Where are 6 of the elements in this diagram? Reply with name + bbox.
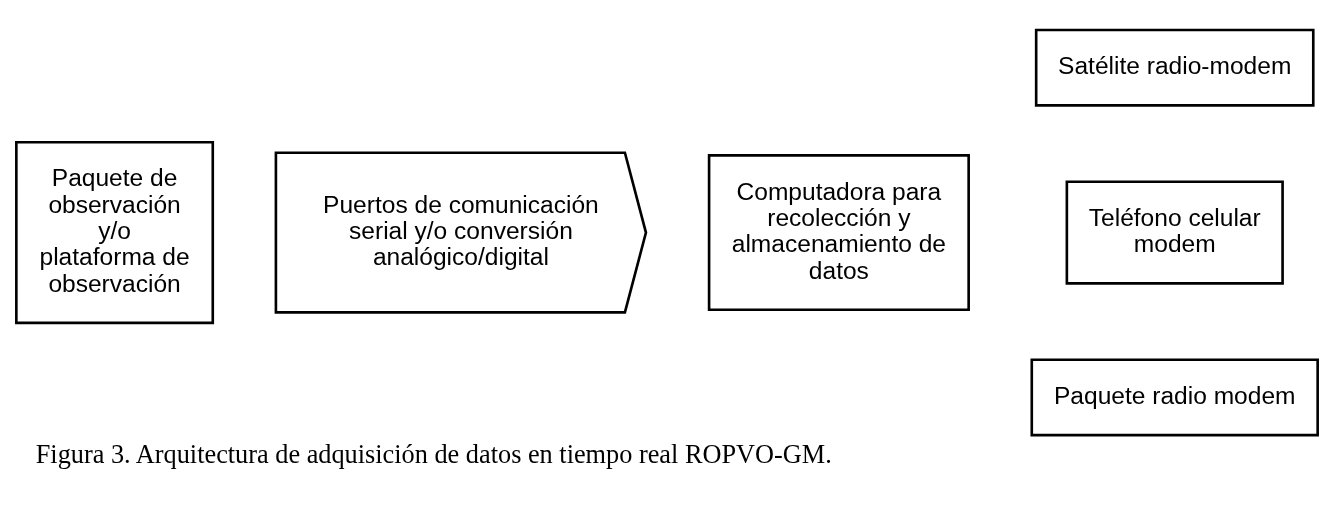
node-box: Paquete radio modem: [1030, 357, 1319, 436]
caption: Figura 3. Arquitectura de adquisición de datos en tiempo real ROPVO-GM.: [35, 439, 832, 469]
node-box: Teléfono celular modem: [1065, 179, 1284, 285]
node-box: Computadora para recolección y almacenamiento de datos: [707, 153, 970, 311]
node-box: Paquete de observación y/o plataforma de observación: [15, 140, 215, 324]
node-box: Satélite radio-modem: [1034, 28, 1315, 107]
